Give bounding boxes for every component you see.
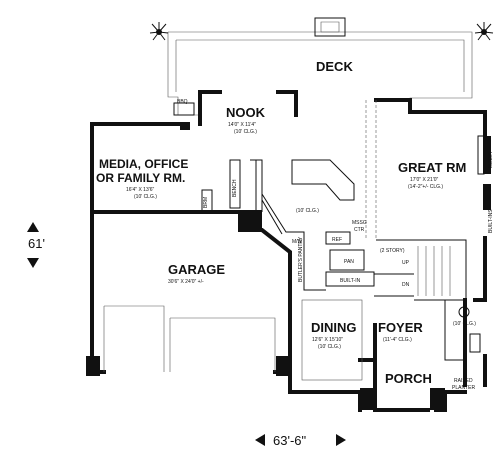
garage-doors: [103, 305, 276, 372]
kitchen-ceiling: (10' CLG.): [296, 208, 319, 214]
built-in-label: BUILT-IN: [340, 278, 361, 284]
nook-size: 14'0" X 11'4": [228, 122, 256, 128]
two-story-label: (2 STORY): [380, 248, 405, 254]
stairs-up-label: UP: [402, 260, 410, 266]
media-cabinet-label: MEDIA: [488, 152, 494, 169]
mssg-label: MSSG: [352, 220, 367, 226]
bench-label: BENCH: [232, 179, 238, 197]
depth-dimension: [27, 222, 39, 268]
great-room-ceiling: (14'-2"+/- CLG.): [408, 184, 443, 190]
brm-label: BRM: [203, 197, 209, 208]
ref-label: REF: [332, 237, 342, 243]
nook-ceiling: (10' CLG.): [234, 129, 257, 135]
stairs-down-label: DN: [402, 282, 410, 288]
powder-ceiling: (10' CLG.): [453, 321, 476, 327]
media-size: 16'4" X 13'6": [126, 187, 154, 193]
great-room-size: 17'0" X 21'0": [410, 177, 438, 183]
porch-label: PORCH: [385, 371, 432, 386]
media-label-2: OR FAMILY RM.: [96, 171, 185, 185]
garage-size: 30'6" X 24'0" +/-: [168, 279, 204, 285]
great-room-label: GREAT RM: [398, 160, 466, 175]
dining-ceiling: (10' CLG.): [318, 344, 341, 350]
interior-lines: [173, 100, 485, 381]
plant-left-icon: [149, 22, 169, 41]
dining-size: 12'6" X 15'10": [312, 337, 343, 343]
nook-label: NOOK: [226, 105, 266, 120]
built-ins-label: BUILT-INS: [488, 209, 494, 233]
bbq-label: BBQ: [177, 99, 188, 105]
foyer-ceiling: (11'-4" CLG.): [383, 337, 412, 343]
pan-label: PAN: [344, 259, 354, 265]
media-label-1: MEDIA, OFFICE: [99, 157, 188, 171]
planter-label-2: PLANTER: [452, 385, 475, 391]
dining-label: DINING: [311, 320, 357, 335]
columns: [86, 122, 491, 410]
deck-label: DECK: [316, 59, 353, 74]
mw-label: M/W: [292, 239, 303, 245]
planter-label-1: RAISED: [454, 378, 473, 384]
depth-dimension-label: 61': [28, 236, 45, 251]
width-dimension: [255, 434, 346, 446]
butlers-pantry-label: BUTLER'S PANTRY: [298, 236, 304, 282]
media-ceiling: (10' CLG.): [134, 194, 157, 200]
foyer-label: FOYER: [378, 320, 423, 335]
plant-right-icon: [474, 22, 494, 41]
ctr-label: CTR: [354, 227, 365, 233]
width-dimension-label: 63'-6": [273, 433, 307, 448]
garage-label: GARAGE: [168, 262, 225, 277]
